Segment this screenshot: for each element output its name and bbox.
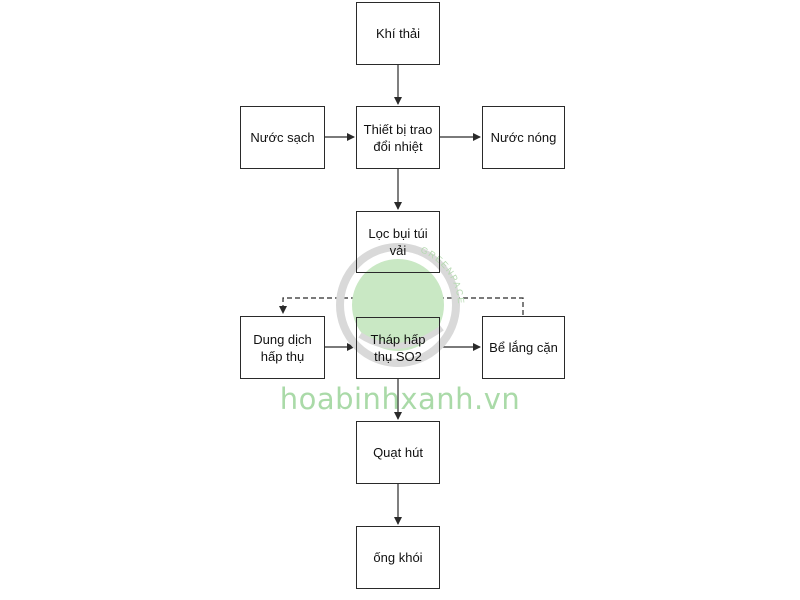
node-thap-hap-thu-label: Tháp hấp thụ SO2 <box>370 332 426 364</box>
node-nuoc-sach: Nước sạch <box>240 106 325 169</box>
node-thap-hap-thu-so2: Tháp hấp thụ SO2 <box>356 317 440 379</box>
node-dung-dich-label: Dung dịch hấp thụ <box>253 331 312 364</box>
node-loc-bui-label: Lọc bụi túi vải <box>368 226 428 258</box>
node-nuoc-sach-label: Nước sạch <box>250 130 315 145</box>
logo-leaf <box>358 325 444 349</box>
node-ong-khoi-label: ống khói <box>373 550 423 565</box>
node-nuoc-nong: Nước nóng <box>482 106 565 169</box>
watermark-text: hoabinhxanh.vn <box>279 382 521 416</box>
node-thiet-bi-label: Thiết bị trao đổi nhiệt <box>363 121 433 154</box>
node-be-lang-can: Bể lắng cặn <box>482 316 565 379</box>
node-khi-thai: Khí thải <box>356 2 440 65</box>
logo-inner-disc <box>352 259 444 351</box>
node-quat-hut: Quạt hút <box>356 421 440 484</box>
greenpace-logo: GREENPACE <box>336 243 465 367</box>
node-ong-khoi: ống khói <box>356 526 440 589</box>
node-nuoc-nong-label: Nước nóng <box>490 130 557 145</box>
node-quat-hut-label: Quạt hút <box>373 445 423 460</box>
node-be-lang-label: Bể lắng cặn <box>489 340 558 355</box>
logo-outer-ring <box>336 243 460 367</box>
node-dung-dich-hap-thu: Dung dịch hấp thụ <box>240 316 325 379</box>
node-thiet-bi-trao-doi-nhiet: Thiết bị trao đổi nhiệt <box>356 106 440 169</box>
node-loc-bui-tui-vai: Lọc bụi túi vải <box>356 211 440 273</box>
node-khi-thai-label: Khí thải <box>375 26 421 41</box>
